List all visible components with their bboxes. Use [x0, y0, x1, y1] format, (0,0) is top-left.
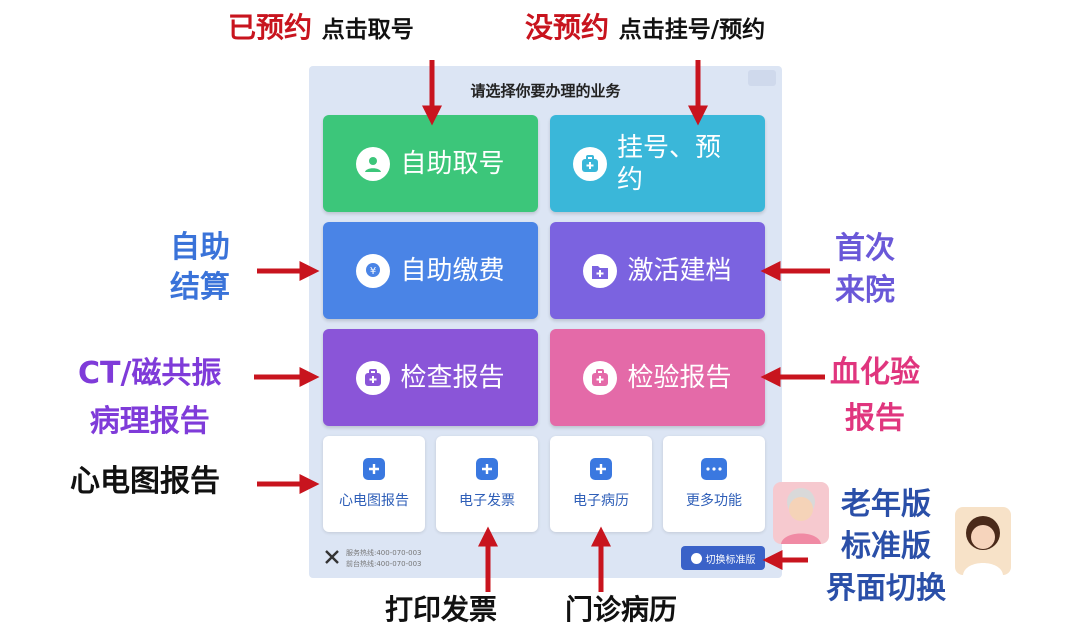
annotation-top-right: 没预约 点击挂号/预约 — [525, 8, 765, 50]
switch-version-button[interactable]: 切换标准版 — [681, 546, 765, 570]
e-invoice-button[interactable]: 电子发票 — [436, 436, 538, 532]
annotation-first-visit: 首次 来院 — [835, 228, 895, 312]
annotation-line: 病理报告 — [89, 404, 210, 439]
annotation-line: 界面切换 — [826, 571, 946, 606]
medical-kit-icon — [583, 360, 618, 395]
desk-hotline: 前台热线:400-070-003 — [346, 560, 422, 568]
lab-report-button[interactable]: 检验报告 — [550, 329, 765, 426]
annotation-versions: 老年版 标准版 界面切换 — [826, 484, 946, 610]
annotation-blood-test: 血化验 报告 — [830, 350, 920, 442]
hotline-info: 服务热线:400-070-003 前台热线:400-070-003 — [346, 548, 422, 570]
annotation-line: 老年版 — [841, 487, 931, 522]
annotation-ct-mri: CT/磁共振 病理报告 — [78, 350, 221, 446]
more-functions-button[interactable]: 更多功能 — [663, 436, 765, 532]
annotation-line: 血化验 — [830, 355, 920, 390]
medical-kit-icon — [356, 360, 391, 395]
annotation-top-left: 已预约 点击取号 — [228, 8, 414, 50]
ecg-report-label: 心电图报告 — [339, 493, 409, 509]
annotation-top-right-prefix: 没预约 — [525, 11, 610, 44]
tools-icon — [324, 549, 340, 569]
ecg-report-button[interactable]: 心电图报告 — [323, 436, 425, 532]
annotation-outpatient-record: 门诊病历 — [565, 593, 678, 626]
medical-kit-icon — [590, 458, 612, 480]
annotation-line: 报告 — [845, 401, 905, 436]
user-circle-icon — [356, 146, 391, 181]
annotation-top-left-prefix: 已预约 — [228, 11, 313, 44]
annotation-line: 首次 — [835, 231, 895, 266]
register-appointment-label: 挂号、预约 — [617, 132, 722, 195]
e-invoice-label: 电子发票 — [459, 493, 515, 509]
service-hotline: 服务热线:400-070-003 — [346, 549, 422, 557]
folder-plus-icon — [583, 253, 618, 288]
activate-record-label: 激活建档 — [627, 255, 732, 286]
annotation-top-right-text: 点击挂号/预约 — [618, 17, 766, 43]
annotation-line: 自助 — [170, 230, 230, 265]
medical-kit-icon — [573, 146, 607, 181]
medical-kit-icon — [363, 458, 385, 480]
activate-record-button[interactable]: 激活建档 — [550, 222, 765, 319]
annotation-line: 心电图报告 — [70, 464, 220, 499]
e-medical-record-button[interactable]: 电子病历 — [550, 436, 652, 532]
annotation-top-left-text: 点击取号 — [321, 17, 414, 43]
svg-text:¥: ¥ — [370, 266, 376, 277]
switch-icon — [690, 552, 702, 564]
annotation-line: CT/磁共振 — [78, 356, 222, 391]
page-title: 请选择你要办理的业务 — [470, 82, 621, 100]
annotation-line: 结算 — [170, 270, 230, 305]
corner-indicator — [748, 70, 776, 86]
annotation-print-invoice: 打印发票 — [385, 593, 498, 626]
register-appointment-button[interactable]: 挂号、预约 — [550, 115, 765, 212]
switch-version-label: 切换标准版 — [705, 554, 756, 566]
self-ticket-label: 自助取号 — [400, 148, 505, 179]
lab-report-label: 检验报告 — [627, 362, 732, 393]
self-ticket-button[interactable]: 自助取号 — [323, 115, 538, 212]
exam-report-button[interactable]: 检查报告 — [323, 329, 538, 426]
elderly-avatar — [773, 482, 829, 544]
yuan-pay-icon: ¥ — [356, 253, 391, 288]
medical-kit-icon — [476, 458, 498, 480]
exam-report-label: 检查报告 — [400, 362, 505, 393]
annotation-ecg: 心电图报告 — [70, 462, 220, 502]
self-pay-button[interactable]: ¥ 自助缴费 — [323, 222, 538, 319]
annotation-line: 来院 — [835, 273, 895, 308]
annotation-self-settle: 自助 结算 — [170, 228, 230, 308]
annotation-line: 标准版 — [841, 529, 931, 564]
more-dots-icon — [701, 458, 727, 480]
e-medical-record-label: 电子病历 — [573, 493, 629, 509]
standard-avatar — [955, 507, 1011, 575]
self-pay-label: 自助缴费 — [400, 255, 505, 286]
more-functions-label: 更多功能 — [686, 493, 742, 509]
